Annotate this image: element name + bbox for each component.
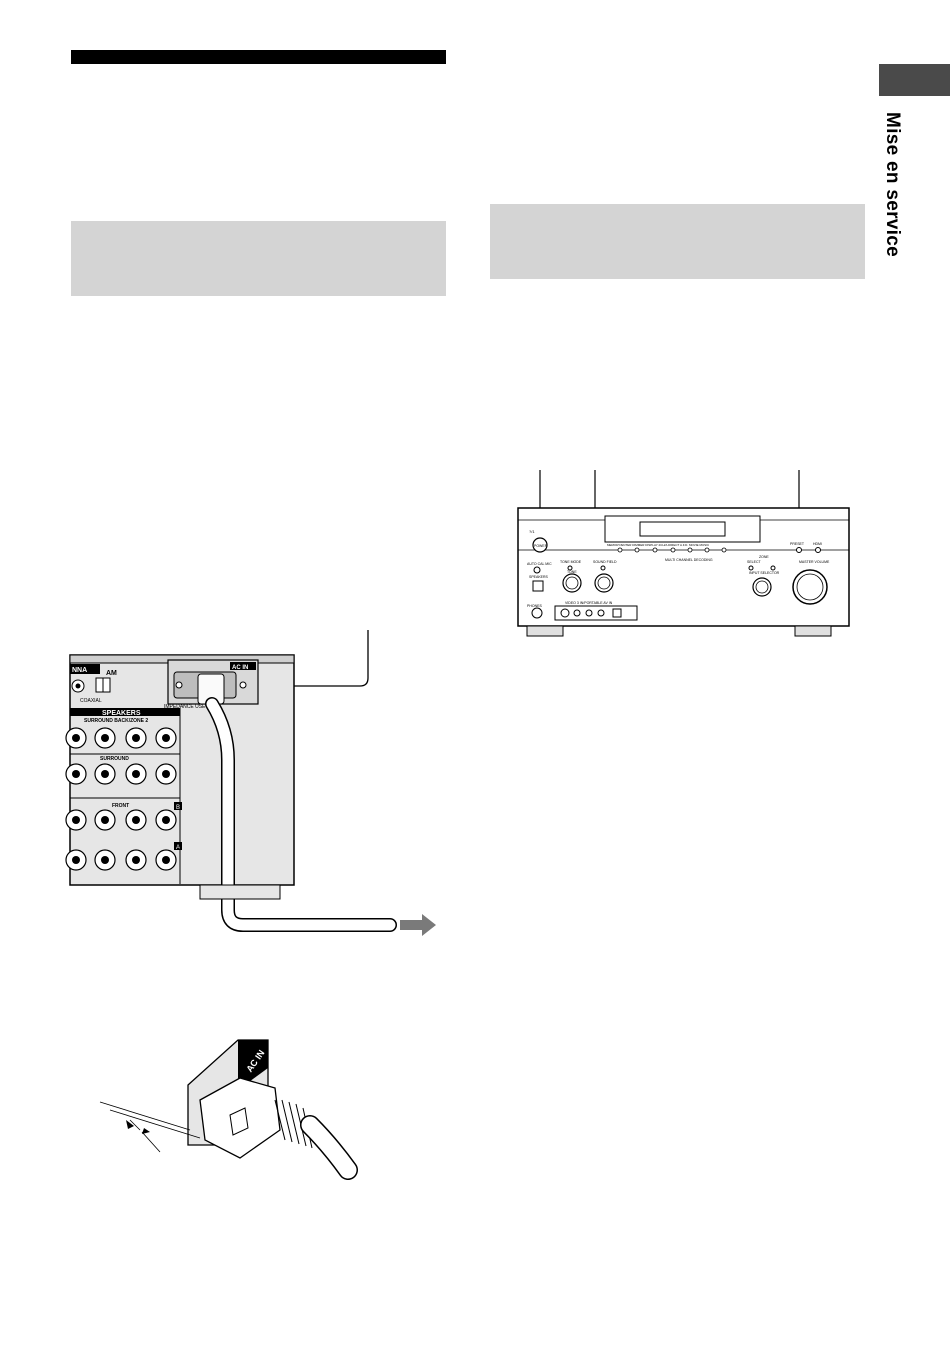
rear-panel-illustration: NNA AM COAXIAL AC IN IMPEDANCE USE 6-16Ω… (65, 630, 436, 936)
side-tab-label: Mise en service (862, 112, 922, 272)
fp-input-selector: INPUT SELECTOR (749, 571, 780, 575)
section-rule (71, 50, 446, 64)
fp-display-buttons: MEMORY/ENTER DIMMER DISPLAY 2CH/A.DIRECT… (607, 543, 710, 547)
b-label: B (176, 805, 180, 811)
side-tab-text: Mise en service (882, 112, 903, 257)
front-panel-illustration: ?/1 POWER MEMORY/ENTER DIMMER DISPLAY 2C… (517, 470, 850, 637)
fp-preset: PRESET (790, 542, 805, 546)
side-tab-marker (879, 64, 950, 96)
fp-select: SELECT (747, 560, 761, 564)
rear-ac-in-label: AC IN (232, 665, 248, 671)
fp-hdmi: HDMI (813, 542, 822, 546)
fp-phones: PHONES (527, 604, 542, 608)
fp-power: POWER (534, 544, 548, 548)
heading-box-right (490, 204, 865, 279)
fp-auto-cal-mic: AUTO CAL MIC (527, 562, 552, 566)
am-label: AM (106, 670, 117, 677)
fp-video-in: VIDEO 3 IN/PORTABLE AV IN (565, 601, 613, 605)
a-label: A (176, 845, 180, 851)
antenna-label: NNA (72, 667, 87, 674)
impedance-label: IMPEDANCE USE 6-16Ω (164, 704, 221, 710)
front-label: FRONT (112, 803, 129, 809)
plug-detail-illustration: AC IN (99, 1039, 358, 1180)
fp-on-standby: ?/1 (529, 529, 535, 534)
fp-center-label: MULTI CHANNEL DECODING (665, 558, 713, 562)
heading-box-left (71, 221, 446, 296)
fp-zone: ZONE (759, 555, 769, 559)
fp-speakers: SPEAKERS (529, 575, 549, 579)
fp-tone-mode: TONE MODE (560, 560, 582, 564)
coaxial-label: COAXIAL (80, 698, 102, 704)
speakers-label: SPEAKERS (102, 710, 141, 717)
surround-label: SURROUND (100, 756, 129, 762)
fp-sound-field: SOUND FIELD (593, 560, 617, 564)
fp-tone: TONE (567, 570, 577, 574)
fp-master-volume: MASTER VOLUME (799, 560, 830, 564)
surround-back-label: SURROUND BACK/ZONE 2 (84, 718, 148, 724)
